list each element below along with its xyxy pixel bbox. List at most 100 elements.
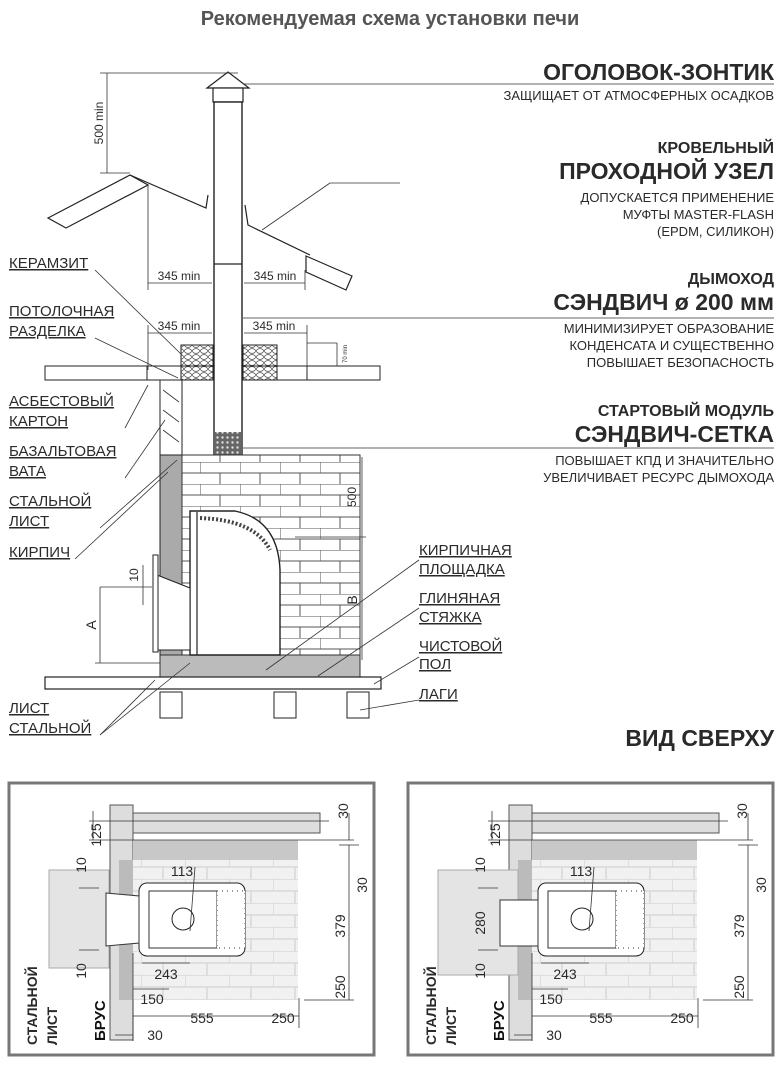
page-title: Рекомендуемая схема установки печи (201, 8, 580, 30)
label-beam: БРУС (92, 1000, 109, 1041)
chimney-heading: СЭНДВИЧ ø 200 мм (553, 289, 774, 315)
dim-30: 30 (147, 1027, 163, 1043)
label-joists: ЛАГИ (419, 686, 458, 703)
label-finish-floor: ПОЛ (419, 656, 451, 673)
dim-250: 250 (332, 975, 348, 999)
top-view-2: 125 30 10 113 30 379 280 10 243 150 250 … (406, 781, 775, 1057)
dim-250: 250 (670, 1010, 694, 1026)
keramzit-fill (180, 344, 214, 381)
chimney (205, 71, 251, 513)
dim-10: 10 (472, 963, 488, 979)
dim-above-roof: 500 min (92, 102, 106, 145)
start-module-desc: ПОВЫШАЕТ КПД И ЗНАЧИТЕЛЬНО (555, 453, 774, 468)
firebox-tunnel (105, 892, 140, 947)
label-beam: БРУС (491, 1000, 508, 1041)
joist (159, 691, 183, 719)
flue-outlet (570, 907, 594, 931)
dim-roof-left: 345 min (158, 269, 201, 283)
dim-30: 30 (335, 803, 351, 819)
left-labels: КЕРАМЗИТ ПОТОЛОЧНАЯ РАЗДЕЛКА АСБЕСТОВЫЙ … (9, 255, 116, 737)
dim-150: 150 (140, 991, 164, 1007)
joist (346, 691, 370, 719)
dim-30: 30 (354, 877, 370, 893)
label-ceiling-cut: ПОТОЛОЧНАЯ (9, 303, 114, 320)
label-steel-sheet: СТАЛЬНОЙ (23, 966, 40, 1045)
dim-10: 10 (472, 857, 488, 873)
label-floor-sheet: ЛИСТ (9, 700, 49, 717)
dim-243: 243 (553, 966, 577, 982)
start-module-heading: СЭНДВИЧ-СЕТКА (575, 421, 774, 447)
dim-ten: 10 (127, 568, 141, 582)
right-labels: КИРПИЧНАЯ ПЛОЩАДКА ГЛИНЯНАЯ СТЯЖКА ЧИСТО… (419, 542, 512, 703)
chimney-subheading: ДЫМОХОД (688, 271, 775, 288)
roof-node-desc: (EPDM, СИЛИКОН) (657, 224, 774, 239)
top-view-title: ВИД СВЕРХУ (625, 725, 774, 751)
dim-roof-right: 345 min (254, 269, 297, 283)
cap-desc: ЗАЩИЩАЕТ ОТ АТМОСФЕРНЫХ ОСАДКОВ (504, 88, 774, 103)
dim-b: В (344, 595, 360, 604)
dimension-lines (95, 72, 366, 664)
joist (273, 691, 297, 719)
cap-heading: ОГОЛОВОК-ЗОНТИК (543, 59, 775, 85)
label-keramzit: КЕРАМЗИТ (9, 255, 88, 272)
label-steel-sheet: СТАЛЬНОЙ (9, 492, 91, 510)
label-steel-sheet: ЛИСТ (9, 513, 49, 530)
dim-150: 150 (539, 991, 563, 1007)
top-view-1: 125 30 10 113 30 379 10 243 150 250 555 … (7, 781, 376, 1057)
flue-outlet (171, 907, 195, 931)
chimney-desc: МИНИМИЗИРУЕТ ОБРАЗОВАНИЕ (564, 321, 775, 336)
label-steel-sheet: ЛИСТ (44, 1006, 60, 1045)
label-clay-screed: ГЛИНЯНАЯ (419, 590, 500, 607)
label-basalt: ВАТА (9, 463, 46, 480)
dim-113: 113 (171, 863, 194, 879)
floor (44, 676, 382, 719)
steel-sheet (48, 869, 110, 969)
label-asbestos: АСБЕСТОВЫЙ (9, 392, 114, 410)
roof-node-desc: МУФТЫ MASTER-FLASH (623, 207, 774, 222)
dim-379: 379 (332, 914, 348, 938)
dim-a: А (83, 620, 99, 630)
roof-node-desc: ДОПУСКАЕТСЯ ПРИМЕНЕНИЕ (581, 190, 775, 205)
dim-379: 379 (731, 914, 747, 938)
brick-platform (159, 654, 361, 678)
roof-node-heading: ПРОХОДНОЙ УЗЕЛ (559, 157, 774, 184)
dim-ceiling-right: 345 min (253, 319, 296, 333)
dim-243: 243 (154, 966, 178, 982)
ceiling-plank (132, 812, 321, 834)
start-module-subheading: СТАРТОВЫЙ МОДУЛЬ (598, 401, 774, 420)
dim-125: 125 (487, 823, 503, 847)
label-brick: КИРПИЧ (9, 544, 70, 561)
keramzit-fill (242, 344, 278, 381)
dim-555: 555 (589, 1010, 613, 1026)
ceiling (44, 344, 381, 381)
dim-30: 30 (734, 803, 750, 819)
label-steel-sheet: ЛИСТ (443, 1006, 459, 1045)
cap-umbrella (205, 71, 251, 89)
label-ceiling-cut: РАЗДЕЛКА (9, 323, 86, 340)
callout-leaders (240, 83, 774, 449)
label-floor-sheet: СТАЛЬНОЙ (9, 719, 91, 737)
label-finish-floor: ЧИСТОВОЙ (419, 637, 502, 655)
dim-keramzit-height: 70 min (343, 345, 349, 363)
chimney-desc: ПОВЫШАЕТ БЕЗОПАСНОСТЬ (587, 355, 774, 370)
chimney-desc: КОНДЕНСАТА И СУЩЕСТВЕННО (570, 338, 775, 353)
label-clay-screed: СТЯЖКА (419, 609, 482, 626)
dim-250: 250 (731, 975, 747, 999)
dim-10: 10 (73, 963, 89, 979)
dim-555: 555 (190, 1010, 214, 1026)
label-leaders (74, 269, 420, 736)
label-basalt: БАЗАЛЬТОВАЯ (9, 443, 116, 460)
roof (46, 174, 353, 291)
dim-125: 125 (88, 823, 104, 847)
start-module-desc: УВЕЛИЧИВАЕТ РЕСУРС ДЫМОХОДА (543, 470, 774, 485)
dimension-labels: 500 min 345 min 345 min 345 min 345 min … (83, 102, 360, 630)
dim-brick-above: 500 (345, 487, 359, 507)
ceiling-plank (531, 812, 720, 834)
firebox-tunnel (499, 899, 539, 947)
dim-250: 250 (271, 1010, 295, 1026)
label-steel-sheet: СТАЛЬНОЙ (422, 966, 439, 1045)
dim-30: 30 (753, 877, 769, 893)
label-asbestos: КАРТОН (9, 413, 68, 430)
stove (152, 510, 281, 656)
